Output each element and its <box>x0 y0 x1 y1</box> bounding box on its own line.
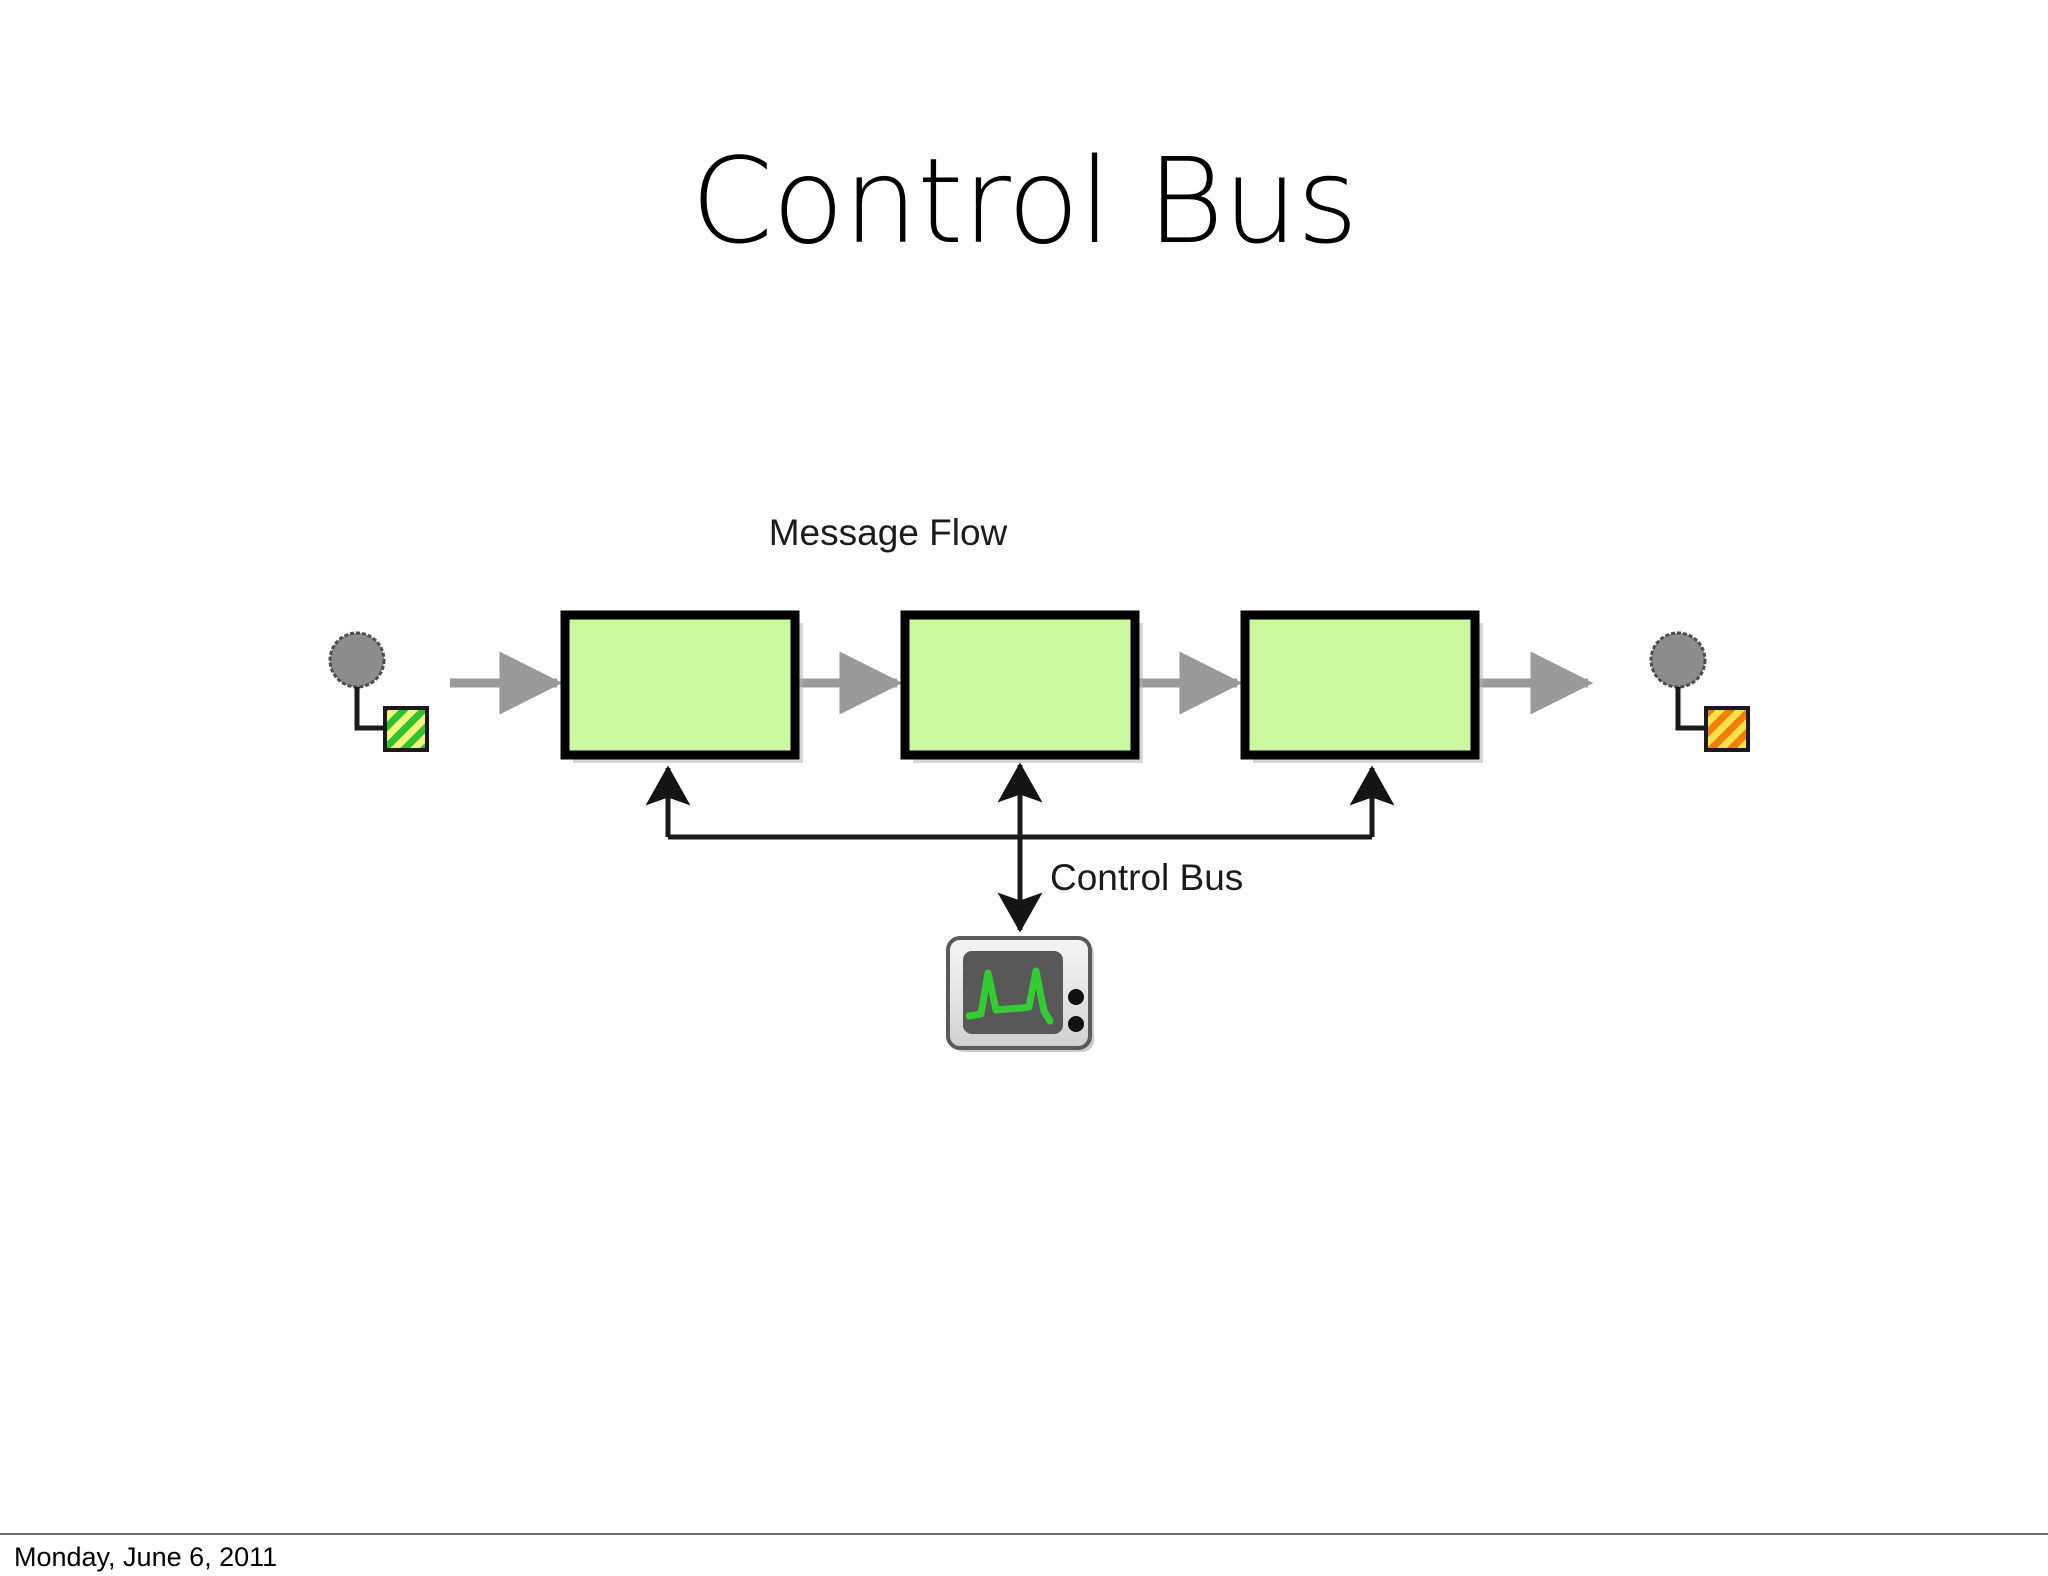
process-box-2[interactable] <box>900 610 1143 763</box>
control-bus-connections <box>645 762 1395 933</box>
source-endpoint-circle-icon <box>328 631 386 689</box>
source-endpoint-connector <box>354 687 385 731</box>
monitor-indicator-light-1 <box>1068 989 1084 1005</box>
control-bus-label: Control Bus <box>1050 857 1244 898</box>
process-box-2-body <box>900 610 1140 760</box>
monitor-indicator-light-2 <box>1068 1016 1084 1032</box>
target-endpoint[interactable] <box>1649 631 1750 752</box>
process-box-3[interactable] <box>1240 610 1483 763</box>
process-box-3-body <box>1240 610 1480 760</box>
target-endpoint-circle-icon <box>1649 631 1707 689</box>
process-box-1[interactable] <box>560 610 803 763</box>
footer-date: Monday, June 6, 2011 <box>14 1542 278 1572</box>
source-message-icon <box>383 706 429 752</box>
monitor-waveform-icon <box>965 967 1054 1025</box>
footer-divider <box>0 1533 2048 1535</box>
target-message-icon <box>1704 706 1750 752</box>
process-box-1-body <box>560 610 800 760</box>
target-endpoint-connector <box>1675 687 1706 731</box>
control-bus-monitor[interactable] <box>946 936 1094 1052</box>
message-flow-label: Message Flow <box>768 512 1008 553</box>
page-title: Control Bus <box>690 132 1359 270</box>
source-endpoint[interactable] <box>328 631 429 752</box>
